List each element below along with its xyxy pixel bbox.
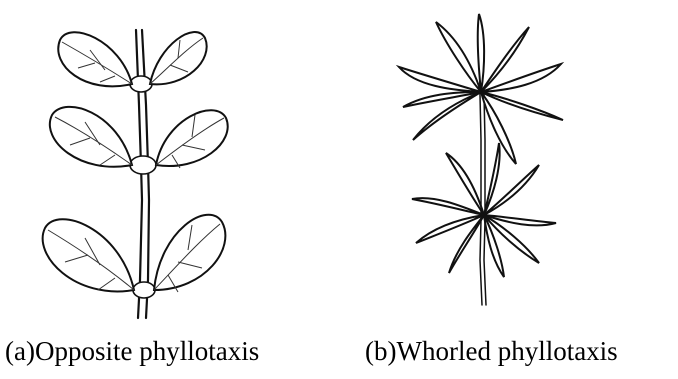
caption-whorled-phyllotaxis: (b)Whorled phyllotaxis <box>365 338 618 365</box>
caption-opposite-phyllotaxis: (a)Opposite phyllotaxis <box>5 338 259 365</box>
whorled-plant <box>399 14 563 305</box>
